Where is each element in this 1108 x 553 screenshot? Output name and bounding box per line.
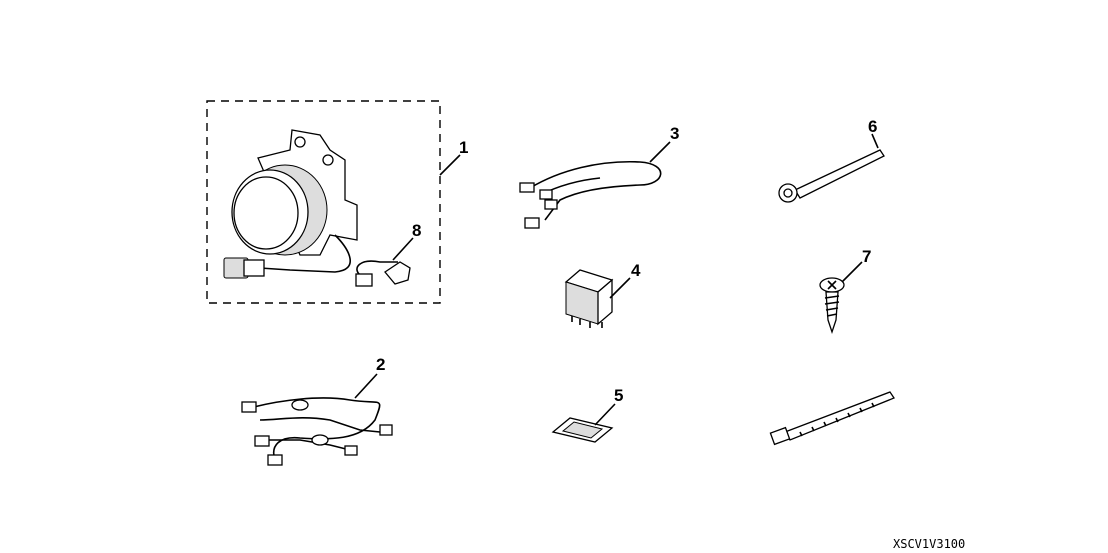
callout-3: 3 — [670, 124, 679, 143]
callout-8: 8 — [412, 221, 421, 240]
leader-line-2 — [354, 373, 378, 399]
callout-6: 6 — [868, 117, 877, 136]
kit-dashed-boundary — [206, 100, 441, 304]
leader-line-1 — [439, 154, 461, 176]
double-sided-tape — [551, 417, 614, 443]
callout-7: 7 — [862, 247, 871, 266]
callout-2: 2 — [376, 355, 385, 374]
leader-line-8 — [392, 237, 414, 261]
callout-5: 5 — [614, 386, 623, 405]
leader-line-6 — [871, 133, 879, 149]
diagram-code: XSCV1V3100 — [893, 537, 965, 551]
fog-light-bulb — [355, 260, 411, 287]
callout-4: 4 — [631, 261, 641, 280]
main-wire-harness — [241, 397, 393, 466]
tapping-screw — [819, 277, 845, 335]
cable-tie — [769, 391, 895, 446]
fog-light-assembly — [223, 129, 358, 279]
harness-clip — [778, 149, 885, 203]
sub-wire-harness — [519, 160, 662, 229]
leader-line-5 — [594, 403, 616, 426]
leader-line-3 — [649, 141, 671, 163]
leader-line-4 — [609, 277, 631, 299]
leader-line-7 — [841, 261, 863, 283]
relay — [564, 269, 614, 328]
callout-1: 1 — [459, 138, 468, 157]
